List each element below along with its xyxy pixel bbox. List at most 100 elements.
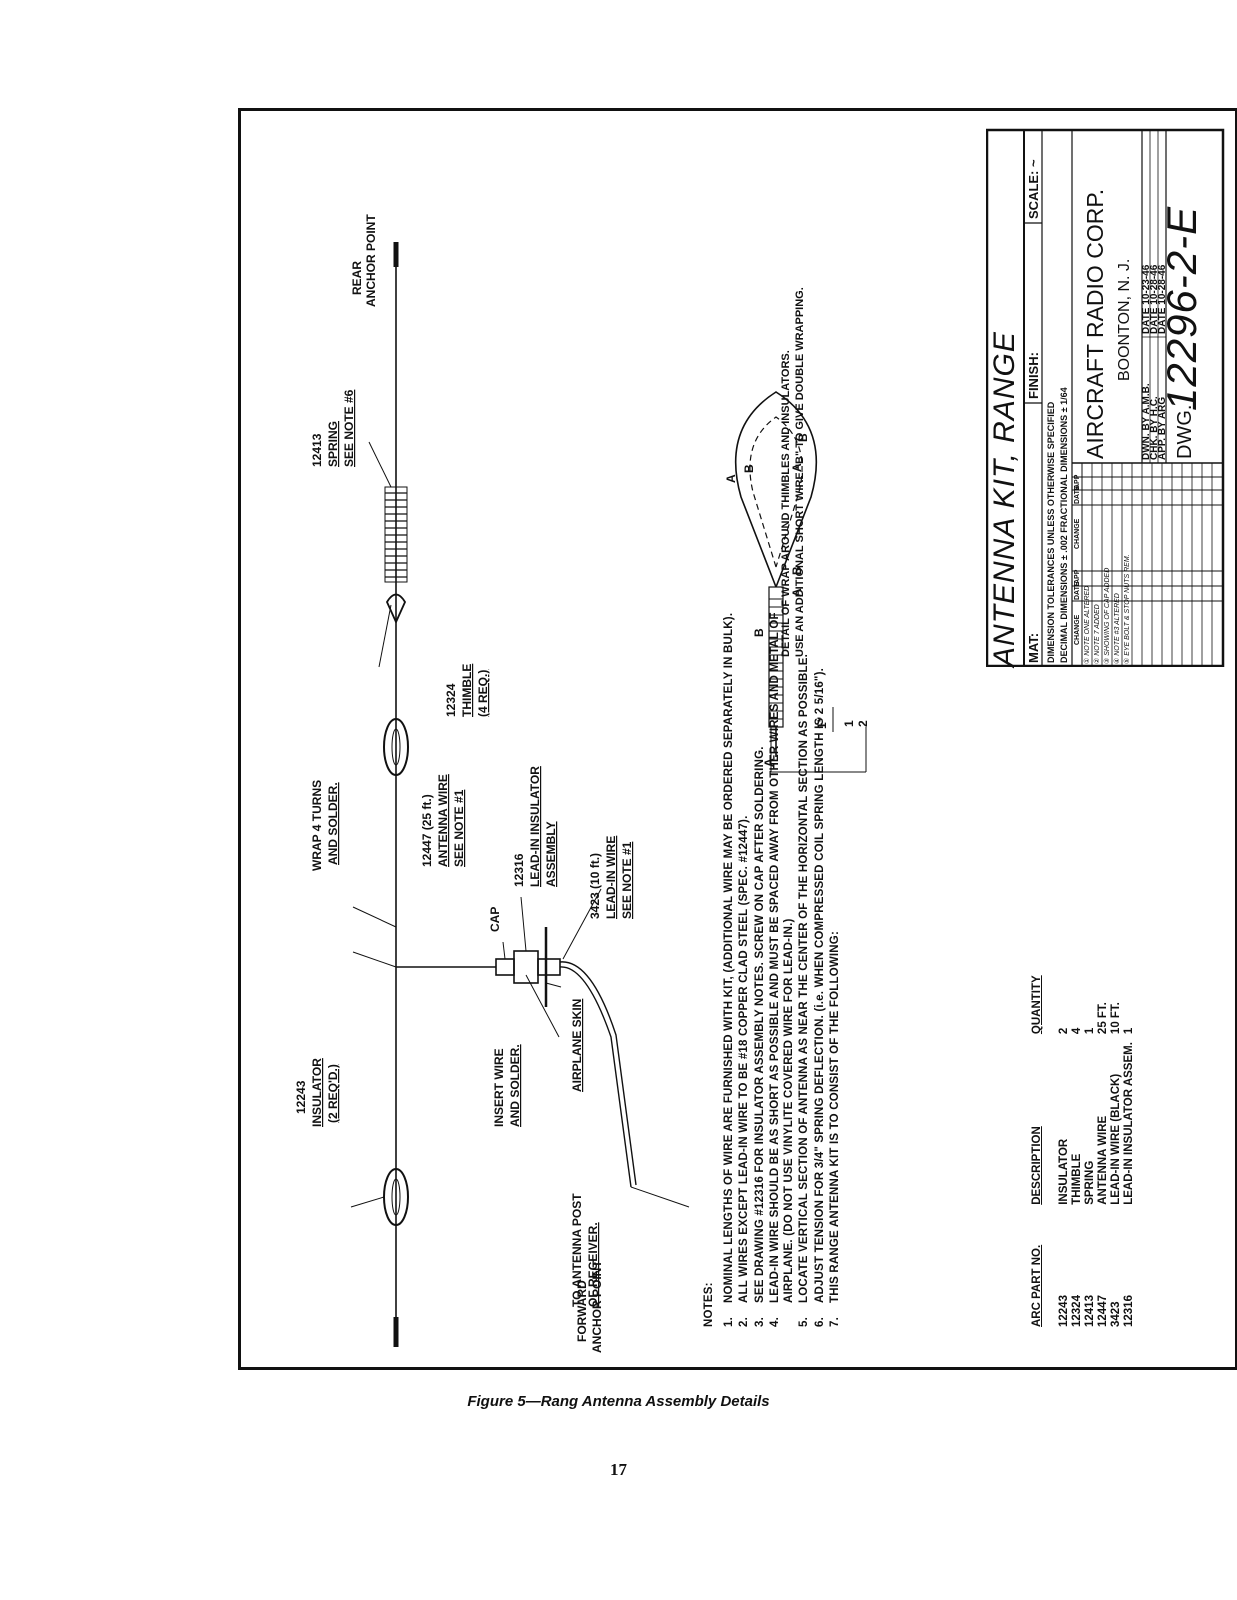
title-block: ANTENNA KIT, RANGE MAT: FINISH: SCALE: ~…	[986, 127, 1226, 667]
wrap-letter-a2: A	[790, 588, 804, 597]
thimble-part-label: 12324	[444, 683, 458, 717]
spring-part-label: 12413	[310, 433, 324, 467]
notes-heading: NOTES:	[703, 1282, 715, 1327]
header-part-no: ARC PART NO.	[1031, 1244, 1043, 1327]
antenna-wire-part-label: 12447 (25 ft.)	[420, 794, 434, 867]
thimble	[385, 593, 407, 625]
finish-label: FINISH:	[1026, 352, 1041, 399]
dim-one-inch: 1"	[815, 717, 829, 729]
lead-in-wire	[559, 966, 632, 1188]
note-text: ALL WIRES EXCEPT LEAD-IN WIRE TO BE #18 …	[738, 815, 750, 1303]
antenna-wire-name-label: ANTENNA WIRE	[436, 774, 450, 867]
notes-section: NOTES: 1.NOMINAL LENGTHS OF WIRE ARE FUR…	[703, 607, 845, 1327]
leadin-ins-name-2: ASSEMBLY	[544, 821, 558, 887]
note-item: 3.SEE DRAWING #12316 FOR INSULATOR ASSEM…	[753, 746, 766, 1327]
note-text: SEE DRAWING #12316 FOR INSULATOR ASSEMBL…	[753, 746, 766, 1303]
rear-anchor-label-2: ANCHOR POINT	[364, 214, 378, 307]
rotated-drawing: FORWARD ANCHOR POINT REAR ANCHOR POINT 1…	[241, 111, 1235, 1367]
insulator-right	[383, 718, 409, 776]
forward-anchor-label-1: FORWARD	[575, 1280, 589, 1342]
header-quantity: QUANTITY	[1031, 975, 1043, 1035]
tolerance-line-1: DIMENSION TOLERANCES UNLESS OTHERWISE SP…	[1046, 401, 1056, 663]
thimble-qty-label: (4 REQ.)	[476, 670, 490, 717]
dim-half-num: 1	[842, 720, 856, 727]
leadin-wire-name-label: LEAD-IN WIRE	[604, 836, 618, 919]
app-header-1: APP	[1074, 569, 1081, 584]
revision-1: ① NOTE ONE ALTERED	[1084, 585, 1091, 664]
note-item: 2.ALL WIRES EXCEPT LEAD-IN WIRE TO BE #1…	[738, 815, 750, 1327]
to-post-label-1: TO ANTENNA POST	[570, 1193, 584, 1307]
leadin-wire-note-label: SEE NOTE #1	[620, 841, 634, 919]
company-location: BOONTON, N. J.	[1116, 258, 1133, 381]
drawing-frame: FORWARD ANCHOR POINT REAR ANCHOR POINT 1…	[238, 108, 1237, 1370]
detail-label-1: DETAIL OF WRAP AROUND THIMBLES AND INSUL…	[780, 350, 792, 657]
cap	[495, 958, 515, 976]
header-description: DESCRIPTION	[1031, 1126, 1043, 1205]
spring-note-label: SEE NOTE #6	[342, 389, 356, 467]
note-text: ADJUST TENSION FOR 3/4" SPRING DEFLECTIO…	[813, 667, 826, 1303]
thimble-name-label: THIMBLE	[460, 664, 474, 717]
wrap-label-1: WRAP 4 TURNS	[310, 780, 324, 871]
insert-wire-label-1: INSERT WIRE	[492, 1048, 506, 1127]
forward-anchor-label-2: ANCHOR POINT	[590, 1260, 604, 1353]
change-header-1: CHANGE	[1074, 614, 1081, 645]
cap-label: CAP	[488, 907, 502, 932]
lead-in-insulator	[513, 950, 539, 984]
revision-5: ⑤ EYE BOLT & STOP NUTS REM.	[1124, 554, 1131, 664]
note-item: 7.THIS RANGE ANTENNA KIT IS TO CONSIST O…	[829, 931, 841, 1327]
revision-2: ② NOTE 7 ADDED	[1094, 604, 1101, 664]
dwg-label: DWG.	[1174, 404, 1196, 459]
tolerance-line-2: DECIMAL DIMENSIONS ± .002 FRACTIONAL DIM…	[1059, 387, 1069, 663]
airplane-skin-label: AIRPLANE SKIN	[570, 999, 584, 1092]
note-item: 6.ADJUST TENSION FOR 3/4" SPRING DEFLECT…	[813, 667, 826, 1327]
drawing-title: ANTENNA KIT, RANGE	[988, 331, 1021, 667]
leadin-ins-part-label: 12316	[512, 853, 526, 887]
scale-label: SCALE: ~	[1026, 159, 1041, 219]
insulator-part-label: 12243	[294, 1080, 308, 1114]
wrap-letter-b4: B	[796, 433, 810, 442]
leadin-ins-name-1: LEAD-IN INSULATOR	[528, 766, 542, 887]
title-block-grid	[986, 128, 1225, 667]
wrap-letter-a4: A	[790, 463, 804, 472]
wrap-letter-b3: B	[742, 464, 756, 473]
insert-wire-label-2: AND SOLDER.	[508, 1044, 522, 1127]
antenna-diagram: FORWARD ANCHOR POINT REAR ANCHOR POINT 1…	[294, 214, 870, 1353]
revision-4: ④ NOTE #3 ALTERED	[1114, 593, 1121, 664]
rear-anchor-label-1: REAR	[350, 261, 364, 295]
date-header-1: DATE	[1074, 581, 1081, 600]
insulator-qty-label: (2 REQ'D.)	[326, 1064, 340, 1123]
antenna-wire-note-label: SEE NOTE #1	[452, 789, 466, 867]
dim-half-den: 2	[856, 720, 870, 727]
note-text: THIS RANGE ANTENNA KIT IS TO CONSIST OF …	[829, 931, 841, 1303]
note-text: LEAD-IN WIRE SHOULD BE AS SHORT AS POSSI…	[769, 612, 795, 1303]
wrap-letter-a3: A	[724, 474, 738, 483]
note-item: 1.NOMINAL LENGTHS OF WIRE ARE FURNISHED …	[722, 612, 735, 1327]
mat-label: MAT:	[1026, 632, 1041, 663]
spring-name-label: SPRING	[326, 421, 340, 467]
figure-caption: Figure 5—Rang Antenna Assembly Details	[467, 1393, 770, 1410]
wrap-label-2: AND SOLDER.	[326, 782, 340, 865]
note-text: LOCATE VERTICAL SECTION OF ANTENNA AS NE…	[798, 653, 810, 1303]
note-item: 5.LOCATE VERTICAL SECTION OF ANTENNA AS …	[798, 653, 810, 1327]
page-number: 17	[610, 1460, 627, 1479]
app-header-2: APP	[1074, 474, 1081, 489]
wrap-letter-a1: A	[762, 758, 776, 767]
drawing-number: 12296-2-E	[1158, 205, 1205, 411]
revision-3: ③ SHOWING OF CAP ADDED	[1104, 567, 1111, 664]
company-name: AIRCRAFT RADIO CORP.	[1082, 188, 1108, 459]
note-text: NOMINAL LENGTHS OF WIRE ARE FURNISHED WI…	[722, 612, 735, 1303]
leadin-wire-part-label: 3423 (10 ft.)	[588, 853, 602, 919]
note-item: 4.LEAD-IN WIRE SHOULD BE AS SHORT AS POS…	[769, 607, 796, 1327]
wrap-letter-b1: B	[752, 628, 766, 637]
wrap-letter-b2: B	[790, 566, 804, 575]
change-header-2: CHANGE	[1074, 518, 1081, 549]
insulator-name-label: INSULATOR	[310, 1058, 324, 1127]
